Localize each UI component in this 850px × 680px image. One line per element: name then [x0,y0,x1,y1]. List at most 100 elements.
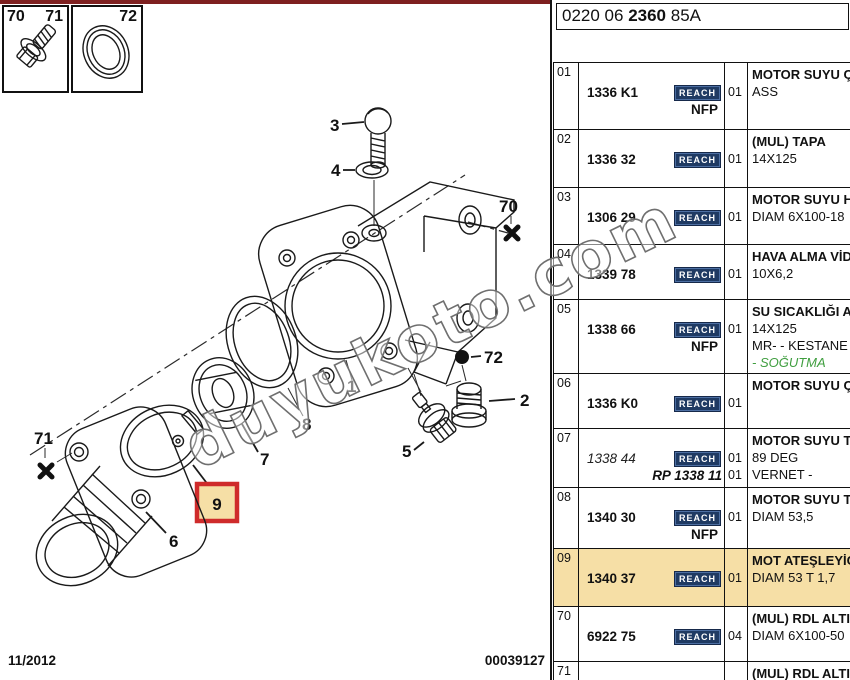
reach-badge[interactable]: REACH [673,322,721,338]
reach-badge[interactable]: REACH [673,152,721,168]
row-ref: 05 [554,300,579,373]
part-number: 1306 29 [587,210,636,225]
callout-1: 1 [347,377,356,396]
reach-badge[interactable]: REACH [673,396,721,412]
desc-line: (MUL) RDL ALTIG [752,611,850,626]
row-qty-cell: 01 [725,130,748,187]
thermostat-part-7: 7 [171,357,269,469]
seal-dot-72 [455,350,469,364]
reach-badge[interactable]: REACH [673,510,721,526]
row-qty-cell: 04 [725,607,748,661]
part-number: 1338 44 [587,451,636,466]
row-ref: 03 [554,188,579,244]
qty-value: 01 [728,152,742,166]
row-ref: 06 [554,374,579,428]
row-qty-cell: 01 [725,245,748,299]
desc-line: MR- - KESTANE [752,338,848,353]
row-desc-cell: MOTOR SUYU ÇI ASS [748,63,850,129]
replacement-part-number: RP 1338 11 [652,468,722,483]
qty-value: 01 [728,85,742,99]
reach-badge[interactable]: REACH [673,267,721,283]
part-number: 1340 37 [587,571,636,586]
callout-8: 8 [302,415,311,434]
row-qty-cell: 01 [725,63,748,129]
callout-2: 2 [520,391,529,410]
desc-line: ASS [752,84,779,99]
part-number: 1340 30 [587,510,636,525]
qty-value: 01 [728,510,742,524]
row-desc-cell: (MUL) RDL ALTIG [748,662,850,680]
desc-line: MOTOR SUYU TE [752,433,850,448]
x-mark-70 [503,224,521,242]
code-main: 2360 [628,6,667,25]
reach-badge[interactable]: REACH [673,629,721,645]
part-number: 1336 K0 [587,396,639,411]
row-ref: 71 [554,662,579,680]
row-qty-cell: 01 [725,374,748,428]
part-number: 1338 66 [587,322,636,337]
bolt-position-71: 71 [34,429,73,480]
row-ref: 09 [554,549,579,606]
callout-6: 6 [169,532,178,551]
desc-line: MOTOR SUYU HA [752,192,850,207]
reach-badge[interactable]: REACH [673,571,721,587]
callout-70: 70 [499,197,518,216]
reach-badge[interactable]: REACH [673,85,721,101]
row-ref: 07 [554,429,579,487]
part-number: 1339 78 [587,267,636,282]
legend-box: 70 71 72 [2,5,143,93]
desc-line: 10X6,2 [752,266,794,281]
legend-cell-72: 72 [71,5,143,93]
legend-label-72: 72 [119,8,137,25]
desc-line: DIAM 6X100-18 [752,209,845,224]
housing-part-1: 1 [257,181,515,408]
row-part-cell: 1336 32 REACH [579,130,725,187]
row-desc-cell: MOTOR SUYU HA DIAM 6X100-18 [748,188,850,244]
bolt-position-70: 70 [499,197,521,242]
desc-line: DIAM 6X100-50 [752,628,845,643]
table-row-71[interactable]: 71REACH(MUL) RDL ALTIG [554,662,850,680]
desc-line: DIAM 53 T 1,7 [752,570,836,585]
footer-doc-number: 00039127 [484,653,545,668]
row-qty-cell: 01 [725,188,748,244]
row-part-cell: 1336 K0 REACH [579,374,725,428]
row-ref: 02 [554,130,579,187]
top-maroon-rule [0,0,551,4]
callout-72: 72 [484,348,503,367]
qty-value: 01 [728,451,742,465]
desc-line: - SOĞUTMA [752,355,826,370]
part-number: 6922 75 [587,629,636,644]
desc-line: SU SICAKLIĞI AL [752,304,850,319]
callout-71: 71 [34,429,53,448]
plug-part-2: 2 [451,382,529,428]
desc-line: MOT ATEŞLEYİC [752,553,850,568]
bolt-with-washer-icon [16,24,57,68]
row-part-cell: 6922 75 REACH [579,607,725,661]
desc-line: MOTOR SUYU ÇI [752,67,850,82]
catalog-code-box: 0220 06 2360 85A [556,3,849,30]
desc-line: VERNET - [752,467,813,482]
o-ring-part-9 [119,404,210,487]
reach-badge[interactable]: REACH [673,210,721,226]
part-number: 1336 32 [587,152,636,167]
desc-line: (MUL) TAPA [752,134,826,149]
callout-4: 4 [331,161,341,180]
reach-badge[interactable]: REACH [673,451,721,467]
nfp-note: NFP [691,339,718,354]
